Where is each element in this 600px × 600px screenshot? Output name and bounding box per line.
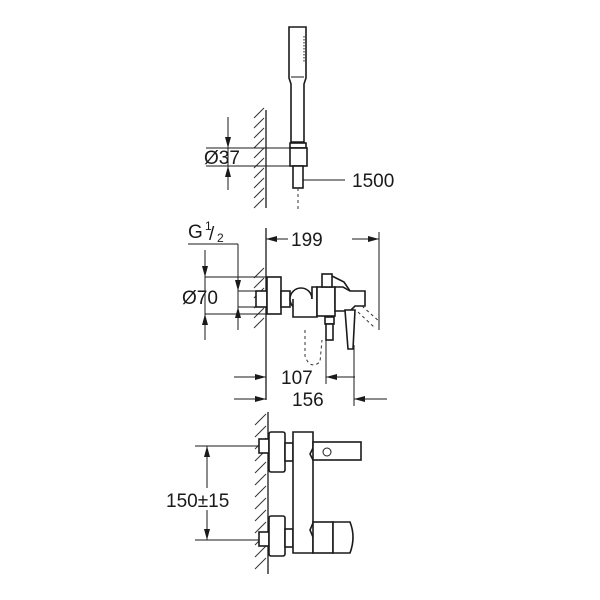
- lever-handle: [344, 309, 356, 350]
- front-view: 150±15: [166, 412, 362, 574]
- lever-arm: [331, 275, 351, 292]
- mixer-body: [316, 286, 336, 317]
- upper-connector: [284, 442, 294, 462]
- rosette-diameter-label: Ø70: [182, 288, 218, 309]
- mixer-body-front: [292, 431, 314, 554]
- cartridge-housing: [334, 286, 366, 312]
- lower-rosette: [268, 515, 286, 557]
- hand-shower-handle: [288, 26, 307, 143]
- thread-label: G: [188, 222, 203, 243]
- hose-loop: [304, 330, 323, 366]
- hand-shower-view: 1500 Ø37: [204, 26, 394, 212]
- lower-inlet-nut: [258, 531, 270, 547]
- lever-top: [321, 273, 333, 288]
- inlet-nut: [255, 290, 268, 308]
- connector: [280, 290, 291, 308]
- spout-outlet-hole: [322, 447, 332, 457]
- lower-connector: [284, 528, 294, 548]
- body-projection-label: 156: [292, 390, 324, 411]
- wall-hatch-top: [253, 107, 265, 209]
- upper-inlet-nut: [258, 438, 270, 454]
- outlet-ring: [324, 316, 335, 325]
- side-view: 199 G 1 / 2 Ø70 107 156: [182, 219, 387, 411]
- upper-rosette: [268, 431, 286, 473]
- lever-cap: [332, 521, 354, 554]
- center-distance-label: 150±15: [166, 491, 229, 512]
- hose-connector: [292, 165, 304, 189]
- thread-numerator: 1: [205, 219, 212, 233]
- spout-projection-label: 107: [281, 368, 313, 389]
- rosette: [266, 276, 282, 315]
- thread-slash: /: [209, 224, 215, 245]
- spout-arm: [312, 441, 362, 461]
- hose-length-label: 1500: [352, 171, 394, 192]
- outlet: [325, 323, 334, 341]
- wall-holder: [289, 147, 308, 167]
- cartridge-front: [312, 521, 334, 554]
- holder-diameter-label: Ø37: [204, 148, 240, 169]
- total-projection-label: 199: [291, 230, 323, 251]
- thread-denominator: 2: [217, 231, 224, 245]
